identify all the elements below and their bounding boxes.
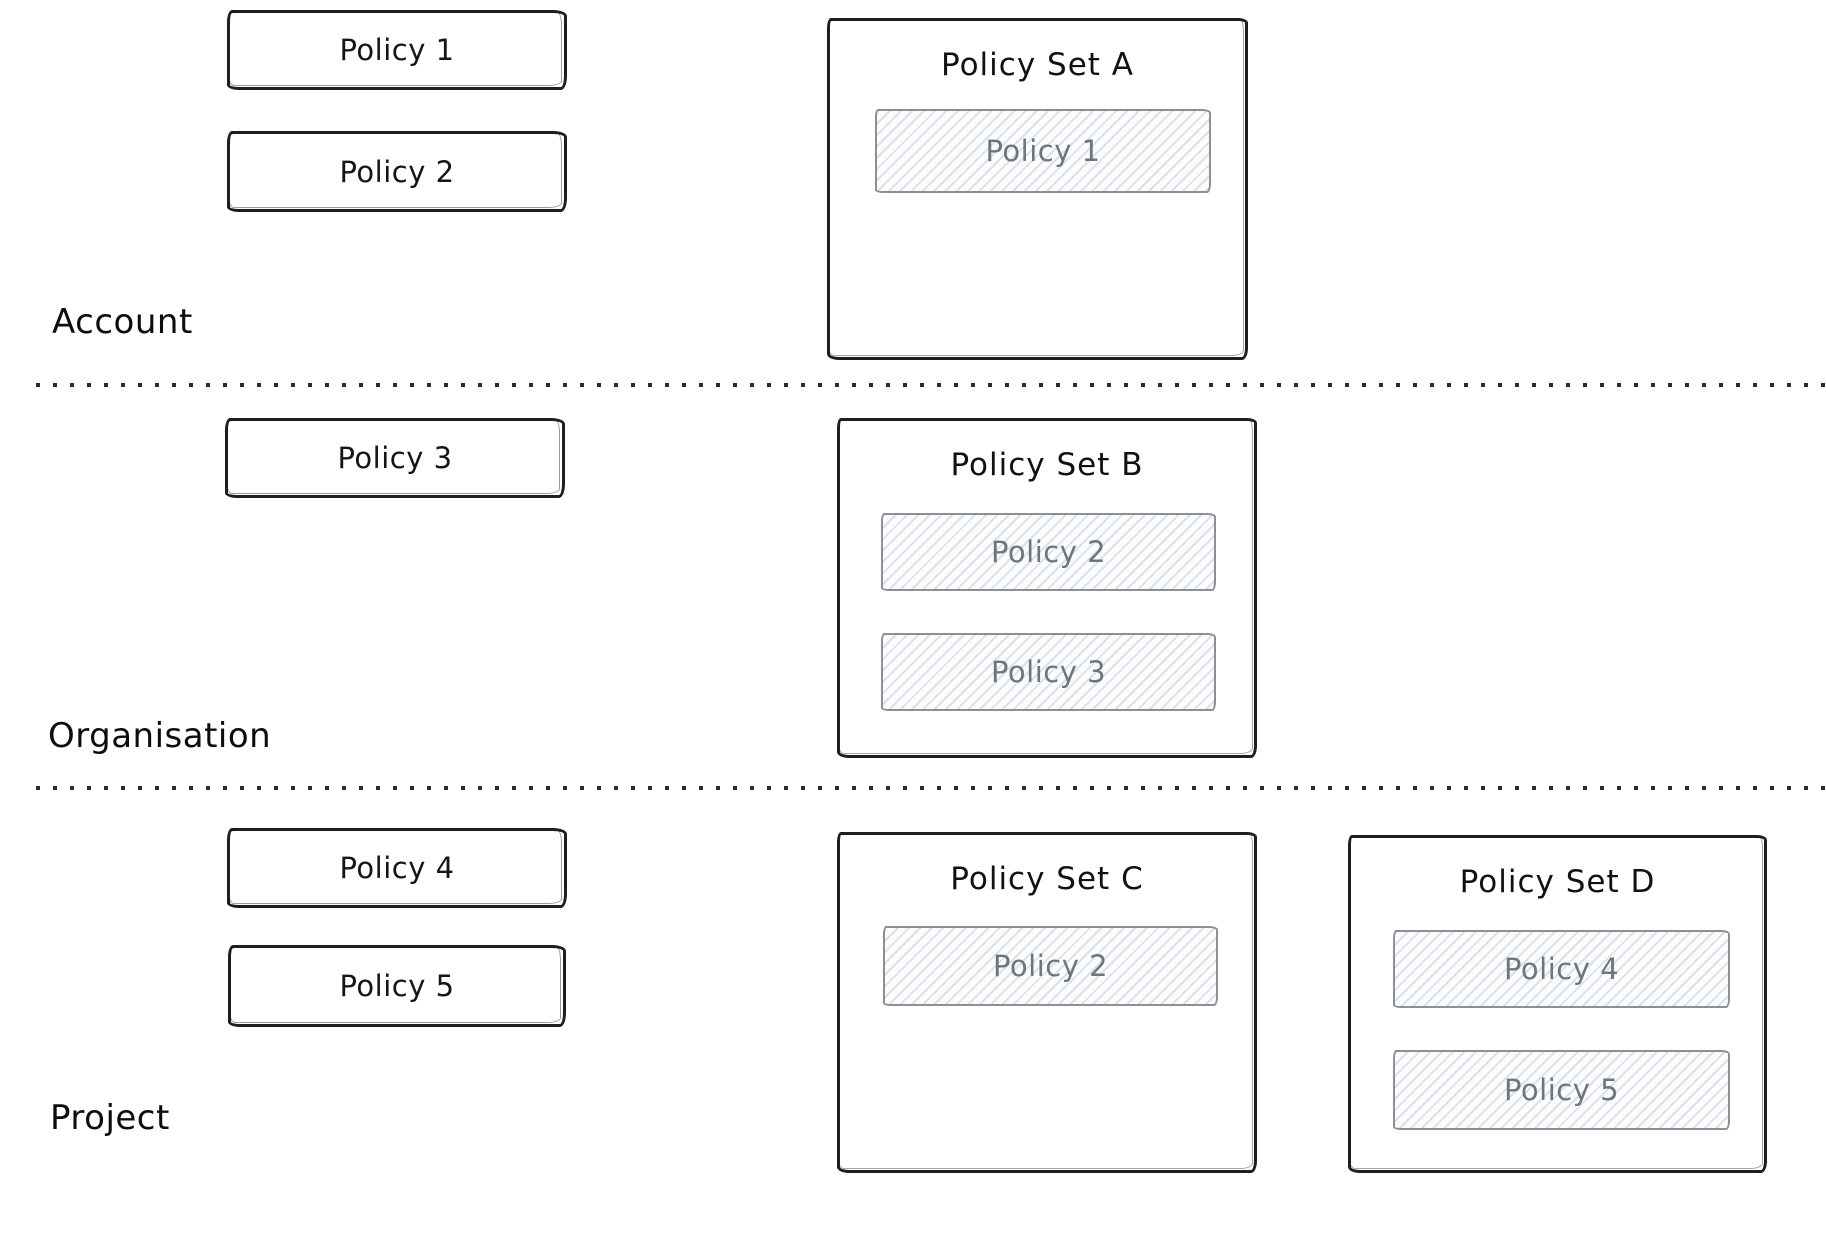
policy-set-b-member-policy-2: Policy 2 (881, 513, 1216, 591)
policy-box-label: Policy 4 (339, 851, 455, 885)
tier-divider (36, 786, 1826, 790)
policy-set-b: Policy Set B Policy 2 Policy 3 (837, 418, 1257, 758)
policy-box-policy-1: Policy 1 (227, 10, 567, 90)
policy-box-policy-3: Policy 3 (225, 418, 565, 498)
policy-set-title: Policy Set B (950, 447, 1144, 483)
tier-label-project: Project (50, 1098, 170, 1138)
policy-set-d-member-policy-4: Policy 4 (1393, 930, 1730, 1008)
member-label: Policy 5 (1503, 1073, 1620, 1107)
policy-set-title: Policy Set A (941, 47, 1134, 83)
policy-set-a: Policy Set A Policy 1 (827, 18, 1248, 360)
member-label: Policy 4 (1503, 952, 1620, 986)
policy-set-c-member-policy-2: Policy 2 (883, 926, 1218, 1006)
policy-box-policy-4: Policy 4 (227, 828, 567, 908)
policy-set-title: Policy Set D (1459, 864, 1656, 900)
policy-set-title: Policy Set C (950, 861, 1144, 897)
policy-box-policy-5: Policy 5 (228, 945, 566, 1027)
member-label: Policy 3 (990, 655, 1107, 689)
policy-box-label: Policy 3 (337, 441, 453, 475)
policy-box-label: Policy 1 (339, 33, 455, 67)
policy-set-a-member-policy-1: Policy 1 (875, 109, 1211, 193)
policy-box-policy-2: Policy 2 (227, 131, 567, 212)
policy-set-d: Policy Set D Policy 4 Policy 5 (1348, 835, 1767, 1173)
member-label: Policy 1 (985, 134, 1101, 168)
tier-label-account: Account (52, 302, 193, 342)
tier-label-organisation: Organisation (48, 716, 272, 756)
member-label: Policy 2 (992, 949, 1109, 983)
tier-divider (36, 383, 1826, 387)
policy-box-label: Policy 2 (339, 154, 455, 189)
policy-set-c: Policy Set C Policy 2 (837, 832, 1257, 1173)
policy-set-d-member-policy-5: Policy 5 (1393, 1050, 1730, 1130)
policy-set-b-member-policy-3: Policy 3 (881, 633, 1216, 711)
member-label: Policy 2 (990, 535, 1107, 569)
policy-box-label: Policy 5 (339, 969, 455, 1003)
